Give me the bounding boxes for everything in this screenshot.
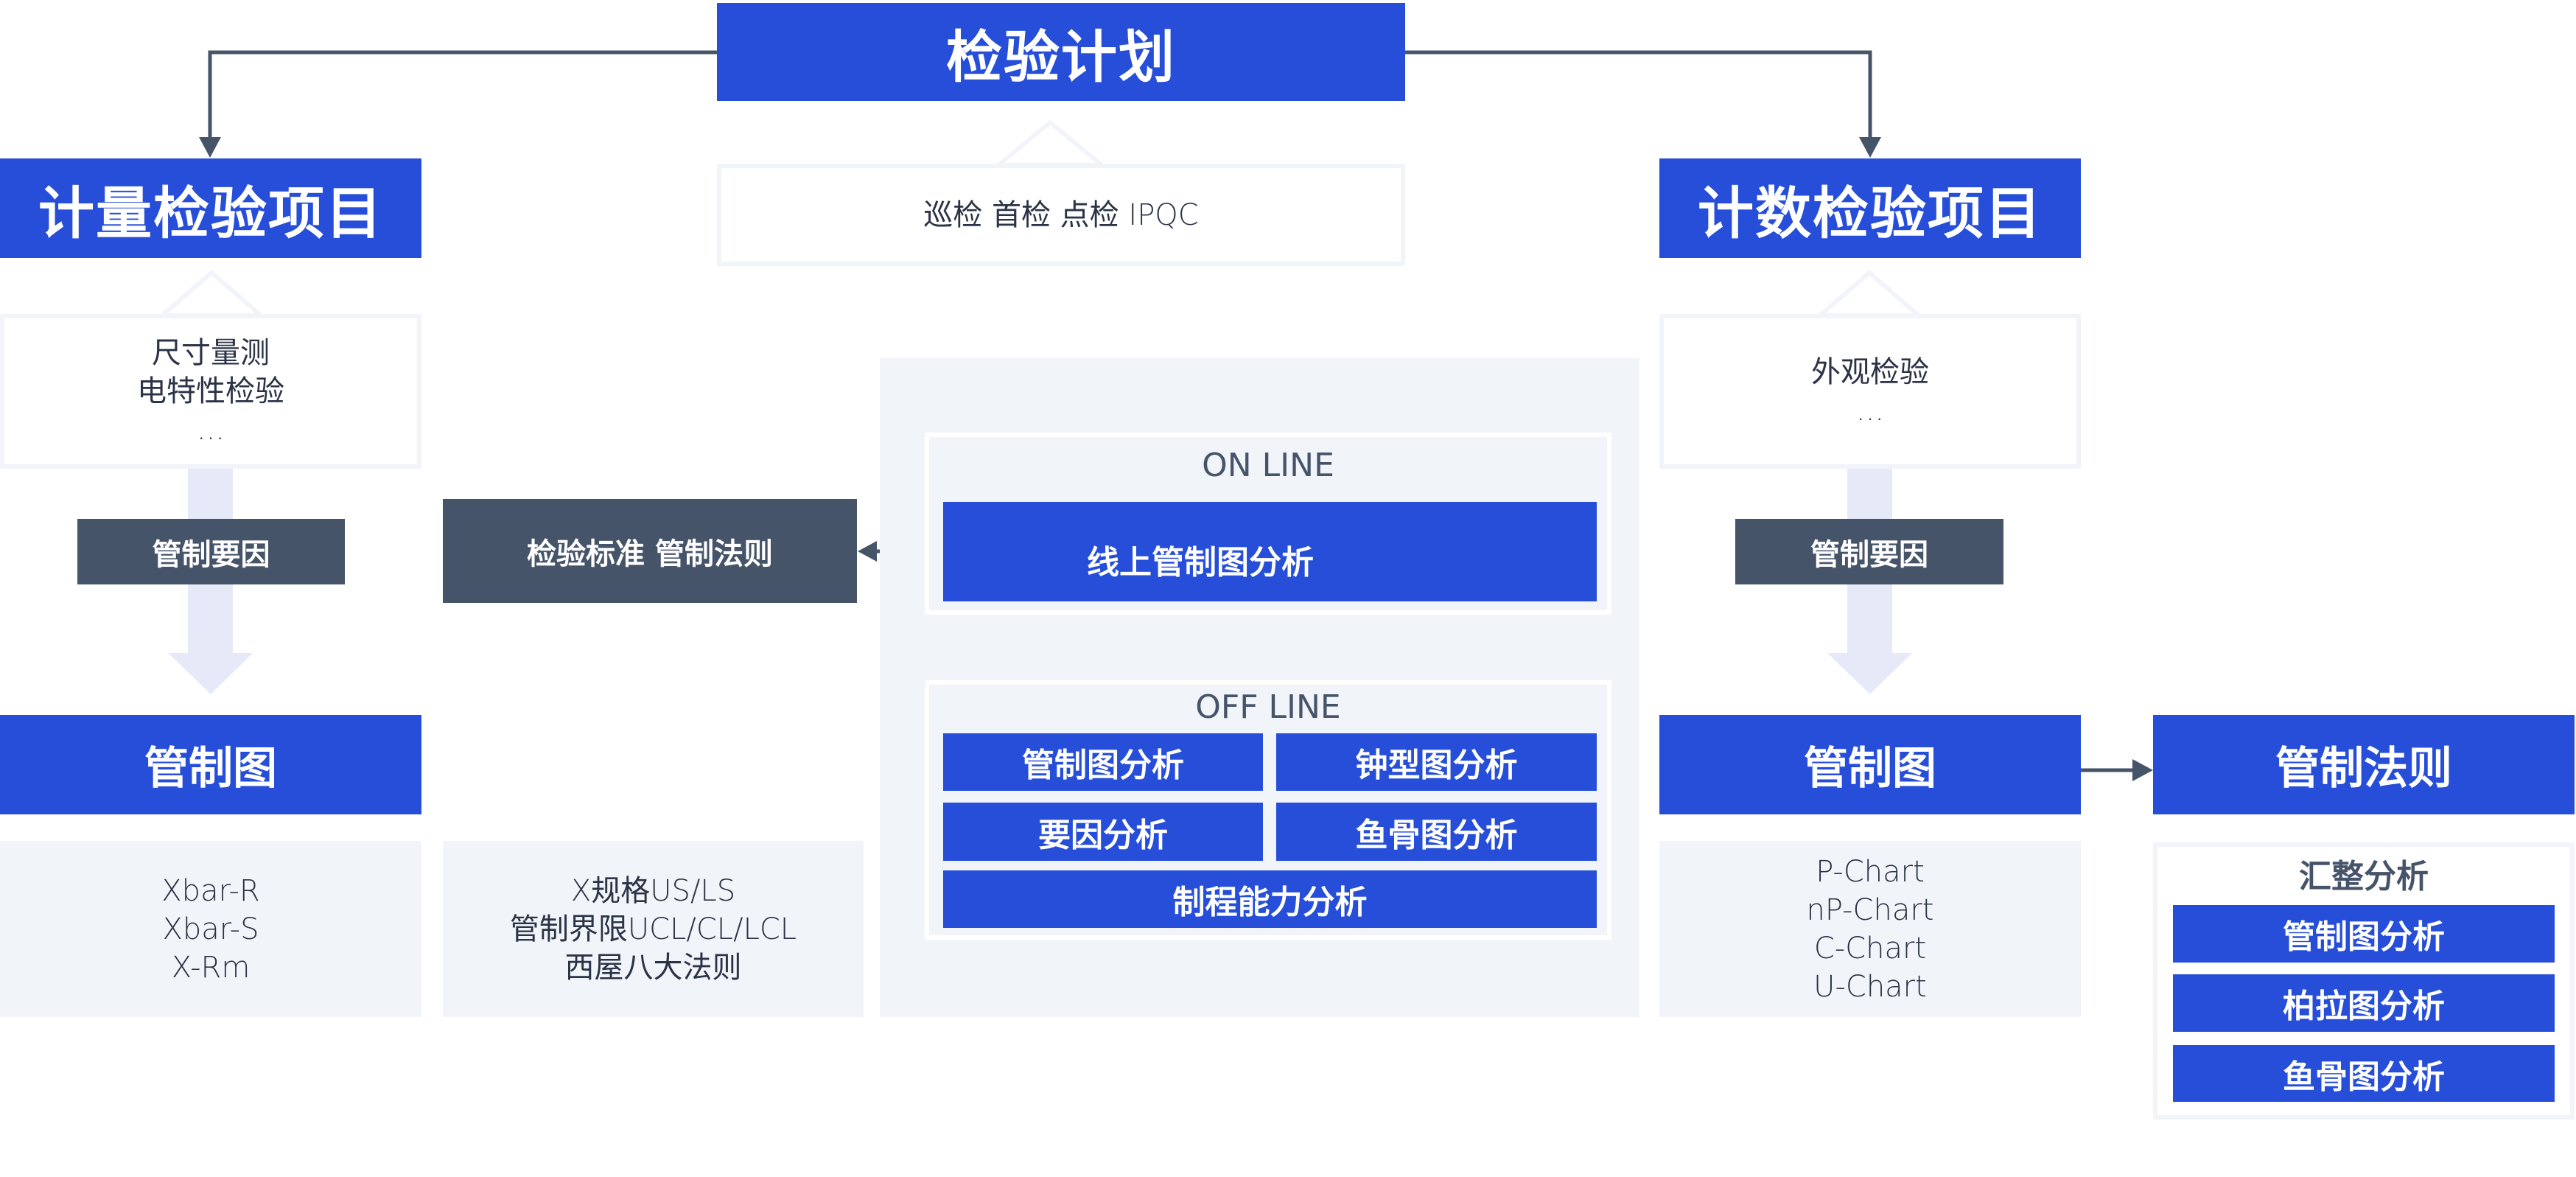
offline-button-label: 钟型图分析: [1355, 747, 1518, 784]
offline-button-label: 管制图分析: [1022, 747, 1184, 784]
variable-chart-types: Xbar-R Xbar-S X-Rm: [0, 841, 421, 1017]
offline-button-control-chart[interactable]: 管制图分析: [943, 733, 1263, 791]
variable-item: 尺寸量测: [152, 336, 270, 370]
chart-type: C-Chart: [1813, 931, 1927, 965]
control-factor-right-label: 管制要因: [1810, 537, 1928, 572]
control-chart-left[interactable]: 管制图: [0, 715, 421, 814]
variable-inspection-node[interactable]: 计量检验项目: [0, 158, 421, 258]
chart-type: P-Chart: [1816, 854, 1925, 889]
offline-button-fishbone[interactable]: 鱼骨图分析: [1276, 803, 1597, 861]
arrowhead-right: [2132, 759, 2153, 781]
chart-type: X-Rm: [171, 950, 251, 985]
chart-type: U-Chart: [1813, 969, 1927, 1004]
attribute-inspection-node[interactable]: 计数检验项目: [1659, 158, 2081, 258]
standards-title: 检验标准 管制法则: [527, 537, 773, 571]
control-factor-left[interactable]: 管制要因: [77, 519, 345, 584]
attribute-item: ...: [1855, 394, 1885, 427]
online-control-chart-label: 线上管制图分析: [1087, 543, 1314, 581]
offline-button-label: 要因分析: [1038, 816, 1168, 854]
variable-item: ...: [196, 413, 225, 447]
offline-button-bell-curve[interactable]: 钟型图分析: [1276, 733, 1597, 791]
arrowhead-down-left: [199, 137, 221, 158]
flow-arrow-head-left: [168, 653, 253, 694]
arrowhead-down-right: [1859, 137, 1881, 158]
standard-item: 管制界限UCL/CL/LCL: [509, 912, 797, 946]
summary-button-label: 柏拉图分析: [2283, 988, 2445, 1025]
inspection-plan-note-text: 巡检 首检 点检 IPQC: [923, 198, 1199, 232]
attribute-chart-types: P-Chart nP-Chart C-Chart U-Chart: [1659, 841, 2081, 1017]
connector-plan-to-variable: [208, 50, 717, 147]
attribute-item: 外观检验: [1811, 355, 1929, 389]
connector-plan-to-attribute: [1405, 50, 1872, 147]
chart-type: Xbar-S: [162, 912, 259, 946]
variable-inspection-title: 计量检验项目: [38, 180, 383, 246]
summary-button-label: 鱼骨图分析: [2283, 1058, 2445, 1096]
control-rules-node[interactable]: 管制法则: [2153, 715, 2575, 814]
inspection-plan-note: 巡检 首检 点检 IPQC: [717, 164, 1405, 266]
standards-details: X规格US/LS 管制界限UCL/CL/LCL 西屋八大法则: [443, 841, 864, 1017]
online-control-chart-button[interactable]: 线上管制图分析: [943, 502, 1597, 601]
standard-item: 西屋八大法则: [564, 950, 742, 985]
online-group: [925, 433, 1611, 615]
attribute-inspection-title: 计数检验项目: [1698, 180, 2043, 246]
chart-type: nP-Chart: [1806, 893, 1934, 927]
variable-item: 电特性检验: [137, 374, 284, 408]
control-factor-right[interactable]: 管制要因: [1735, 519, 2003, 584]
summary-button-fishbone[interactable]: 鱼骨图分析: [2173, 1045, 2555, 1102]
offline-button-process-capability[interactable]: 制程能力分析: [943, 870, 1597, 928]
control-chart-left-title: 管制图: [144, 743, 277, 794]
offline-button-factor-analysis[interactable]: 要因分析: [943, 803, 1263, 861]
offline-group: [925, 680, 1611, 940]
arrowhead-left: [858, 541, 877, 562]
control-chart-right-title: 管制图: [1804, 743, 1936, 794]
control-rules-title: 管制法则: [2275, 743, 2452, 794]
attribute-items-callout: 外观检验 ...: [1659, 314, 2081, 469]
control-chart-right[interactable]: 管制图: [1659, 715, 2081, 814]
callout-pointer-plan: [992, 119, 1108, 167]
online-label: ON LINE: [1202, 446, 1334, 484]
callout-pointer-right: [1813, 270, 1925, 318]
summary-button-control-chart[interactable]: 管制图分析: [2173, 905, 2555, 963]
variable-items-callout: 尺寸量测 电特性检验 ...: [0, 314, 421, 469]
summary-button-pareto[interactable]: 柏拉图分析: [2173, 974, 2555, 1032]
control-factor-left-label: 管制要因: [152, 537, 270, 572]
callout-pointer-left: [155, 270, 267, 318]
inspection-plan-node[interactable]: 检验计划: [717, 3, 1405, 101]
offline-button-label: 鱼骨图分析: [1355, 816, 1518, 854]
summary-button-label: 管制图分析: [2283, 918, 2445, 956]
offline-button-label: 制程能力分析: [1172, 884, 1368, 921]
flow-arrow-head-right: [1827, 653, 1912, 694]
inspection-plan-title: 检验计划: [946, 24, 1176, 90]
summary-label: 汇整分析: [2299, 858, 2429, 895]
offline-label: OFF LINE: [1195, 688, 1341, 726]
standard-item: X规格US/LS: [570, 873, 736, 908]
standards-node[interactable]: 检验标准 管制法则: [443, 499, 857, 603]
chart-type: Xbar-R: [161, 873, 260, 908]
